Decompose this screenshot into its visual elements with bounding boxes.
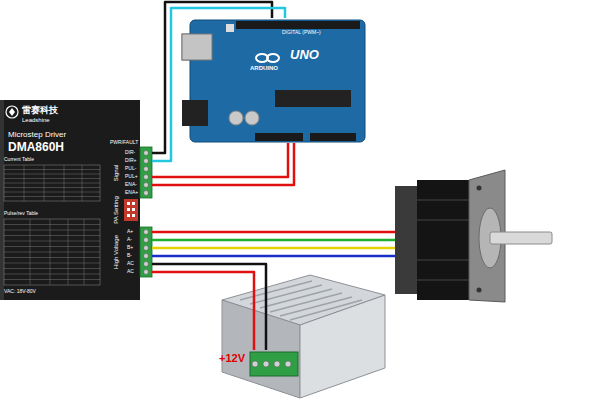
signal-terminal	[140, 147, 152, 198]
motor-body	[417, 180, 469, 300]
power-supply: +12V	[215, 350, 315, 390]
motor-wire	[152, 247, 398, 250]
node-text: A+	[127, 229, 133, 235]
wire	[152, 8, 285, 161]
motor-laminations	[417, 200, 469, 280]
screw	[144, 246, 149, 251]
power-jack	[182, 100, 208, 126]
screw	[144, 183, 149, 188]
psu-terminal	[250, 352, 298, 376]
node-text: AC	[127, 261, 134, 267]
node-text: Leadshine	[22, 117, 50, 124]
usb-socket	[182, 34, 212, 60]
arduino-logo	[267, 54, 279, 62]
node-text: DIR+	[125, 158, 137, 164]
pulse-table-lines	[4, 219, 100, 285]
usb-socket	[182, 34, 212, 60]
capacitor	[245, 111, 259, 125]
node-text: PA Setting	[113, 196, 120, 224]
node-text: UNO	[290, 48, 319, 62]
node-text: AC	[127, 269, 134, 275]
motor-wire	[152, 239, 398, 242]
node-text: A-	[127, 237, 132, 243]
wire	[152, 143, 294, 185]
mount-hole	[477, 288, 482, 293]
capacitor	[229, 111, 243, 125]
node-text: DIGITAL (PWM~)	[282, 30, 321, 36]
screw	[144, 151, 149, 156]
node-text: PWR/FAULT	[110, 140, 138, 146]
node-text: 雷赛科技	[22, 106, 58, 116]
dip-switch	[124, 199, 138, 221]
wire	[152, 143, 288, 177]
node-text: VAC: 18V-80V	[4, 289, 36, 295]
psu-side	[300, 295, 385, 398]
node-text: Current Table	[4, 157, 34, 163]
node-text: PUL-	[125, 166, 136, 172]
motor-shaft	[490, 232, 552, 244]
screw	[144, 238, 149, 243]
power-terminal	[140, 227, 152, 277]
dip-levers	[127, 202, 135, 217]
stepper-driver: 雷赛科技LeadshineMicrostep DriverDMA860H Curr…	[0, 100, 152, 300]
wire	[152, 272, 254, 350]
arduino-pcb	[190, 20, 365, 142]
current-table-lines	[4, 165, 100, 201]
screw	[252, 361, 258, 367]
driver-bevel	[0, 100, 4, 300]
screw	[144, 230, 149, 235]
motor-rear-cap	[395, 186, 417, 294]
node-text: B+	[127, 245, 133, 251]
node-text: +12V	[219, 352, 245, 364]
psu-front	[222, 300, 300, 398]
analog-header	[310, 133, 356, 141]
node-text: Microstep Driver	[8, 131, 66, 140]
node-text: Signal	[113, 165, 120, 182]
node-text: ENA+	[125, 190, 138, 196]
mcu-chip	[275, 90, 351, 107]
mount-hole	[477, 186, 482, 191]
node-text: DIR-	[125, 150, 135, 156]
wire	[152, 264, 266, 350]
current-table-grid	[4, 165, 100, 201]
screw	[144, 167, 149, 172]
arduino-board: DIGITAL (PWM~) UNO ARDUINO	[190, 18, 365, 143]
screw	[144, 270, 149, 275]
screw	[144, 254, 149, 259]
logo-mark	[9, 108, 15, 116]
screw	[285, 361, 291, 367]
motor-wire	[152, 255, 398, 258]
pulse-table-grid	[4, 219, 100, 285]
screw	[274, 361, 280, 367]
screw	[144, 159, 149, 164]
node-text: PUL+	[125, 174, 138, 180]
node-text: Pulse/rev Table	[4, 211, 38, 217]
digital-header	[236, 21, 360, 29]
screw	[144, 262, 149, 267]
reset-button	[226, 24, 234, 32]
screw	[144, 175, 149, 180]
screw	[144, 191, 149, 196]
power-header	[255, 133, 303, 141]
driver-body	[0, 100, 140, 300]
node-text: High Voltage	[113, 235, 120, 269]
motor-wire	[152, 231, 398, 234]
node-text: ARDUINO	[250, 65, 278, 72]
node-text: DMA860H	[8, 141, 64, 154]
node-text: B-	[127, 253, 132, 259]
screw	[263, 361, 269, 367]
logo-ring	[6, 106, 18, 118]
node-text: ENA-	[125, 182, 137, 188]
